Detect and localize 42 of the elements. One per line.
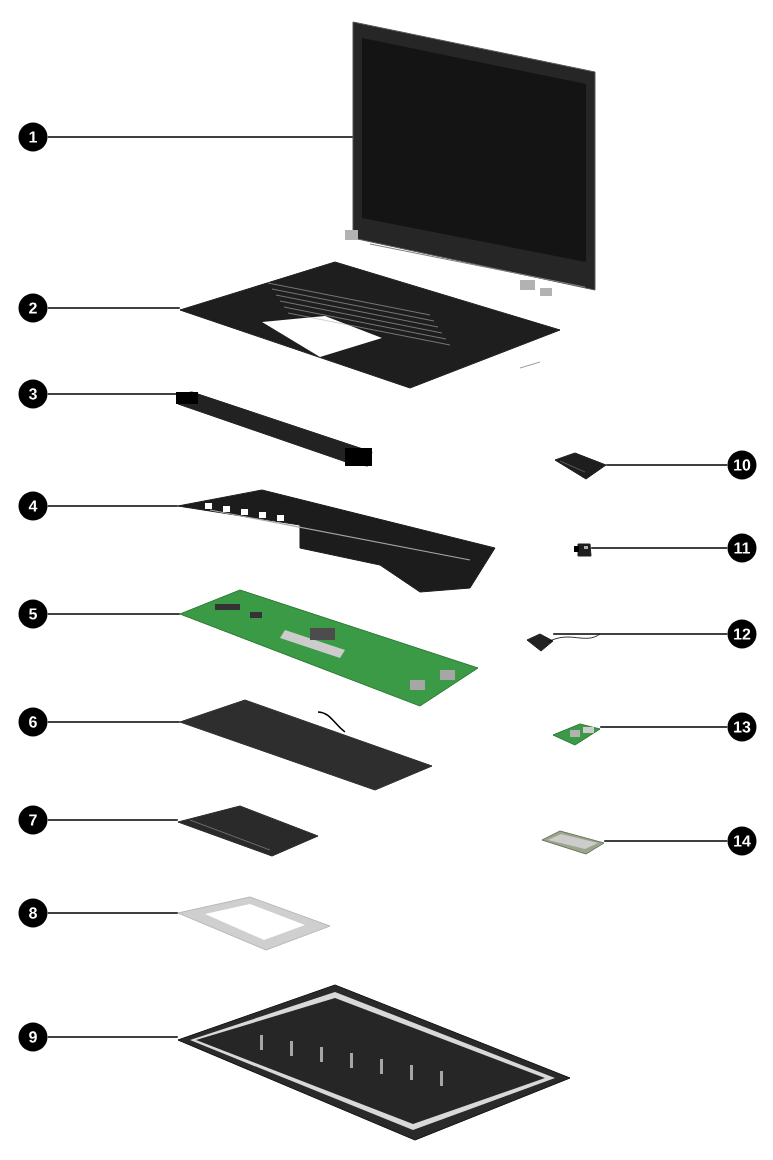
leader-line xyxy=(603,840,728,842)
leader-line xyxy=(47,819,179,821)
connector-drawing xyxy=(574,543,592,557)
callout-number: 8 xyxy=(18,898,48,928)
storage-drive-drawing xyxy=(554,452,607,480)
leader-line xyxy=(47,505,179,507)
leader-line xyxy=(47,307,181,309)
leader-line xyxy=(47,393,179,395)
callout-number: 3 xyxy=(18,379,48,409)
callout-number: 10 xyxy=(727,450,757,480)
leader-line xyxy=(47,136,354,138)
wlan-module-drawing xyxy=(541,830,605,855)
callout-number: 13 xyxy=(727,712,757,742)
speaker-drawing xyxy=(176,391,373,467)
usb-board-drawing xyxy=(552,723,601,746)
leader-line xyxy=(605,464,728,466)
bottom-base-drawing xyxy=(177,984,571,1141)
leader-line xyxy=(47,1036,179,1038)
callout-number: 5 xyxy=(18,599,48,629)
keyboard-cover-drawing xyxy=(179,261,561,389)
callout-number: 4 xyxy=(18,491,48,521)
leader-line xyxy=(47,912,179,914)
coin-battery-drawing xyxy=(526,633,601,652)
leader-line xyxy=(552,633,728,635)
callout-number: 9 xyxy=(18,1022,48,1052)
touchpad-drawing xyxy=(177,805,319,857)
bracket-drawing xyxy=(177,896,331,951)
battery-drawing xyxy=(179,699,433,791)
leader-line xyxy=(47,721,181,723)
callout-number: 12 xyxy=(727,619,757,649)
callout-number: 11 xyxy=(727,533,757,563)
leader-line xyxy=(599,726,728,728)
callout-number: 2 xyxy=(18,293,48,323)
display-drawing xyxy=(345,21,596,296)
callout-number: 7 xyxy=(18,805,48,835)
callout-number: 6 xyxy=(18,707,48,737)
callout-number: 14 xyxy=(727,826,757,856)
leader-line xyxy=(590,547,728,549)
leader-line xyxy=(47,613,181,615)
heat-sink-drawing xyxy=(177,489,496,593)
system-board-drawing xyxy=(179,589,479,707)
callout-number: 1 xyxy=(18,122,48,152)
